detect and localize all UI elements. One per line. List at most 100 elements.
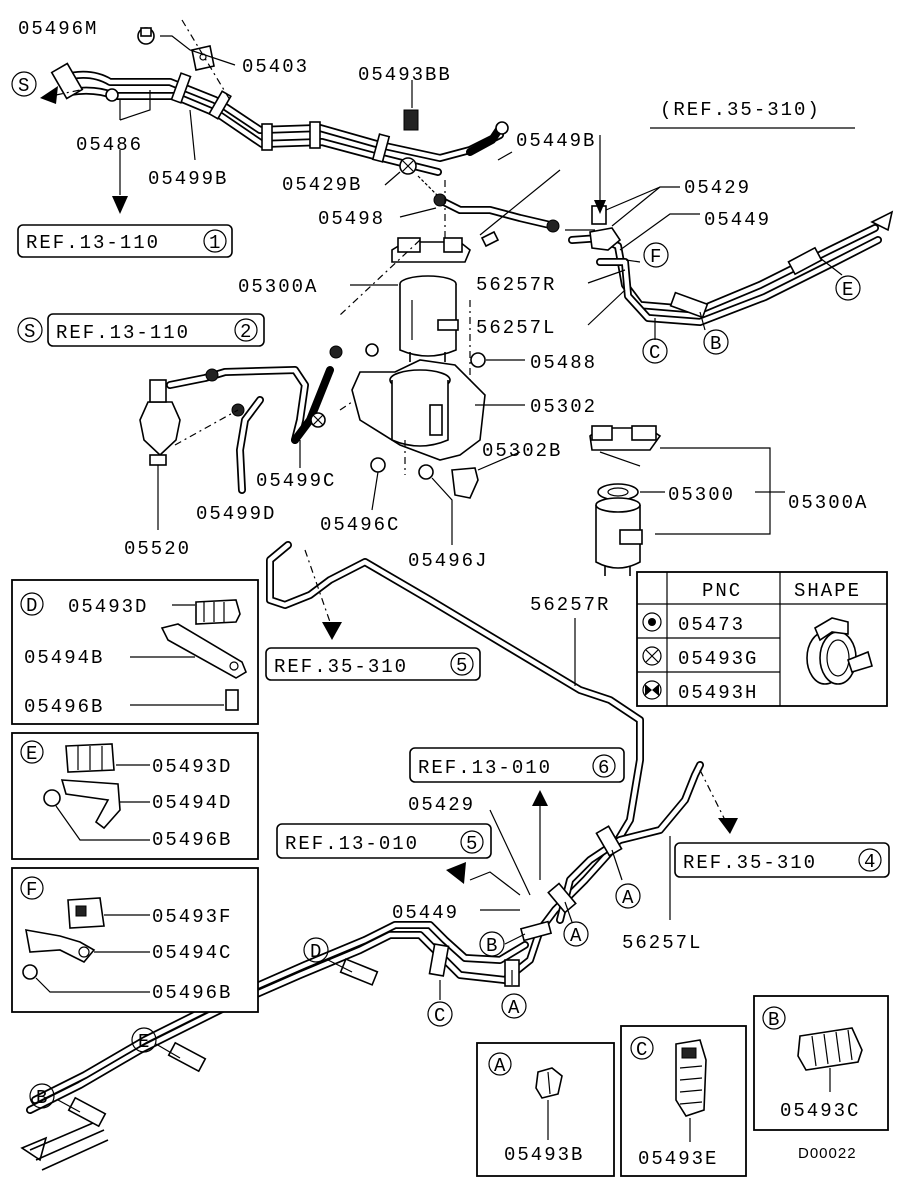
detail-E-item-2: 05494D <box>152 792 232 814</box>
label-05449B: 05449B <box>516 130 596 152</box>
detail-D-letter: D <box>26 595 37 617</box>
legend-pnc-05473: 05473 <box>678 614 745 636</box>
label-diagram-code: D00022 <box>798 1145 857 1162</box>
detail-A-item: 05493B <box>504 1144 584 1166</box>
detail-box-C: C 05493E <box>620 1025 747 1177</box>
marker-B-bottom: B <box>36 1087 47 1109</box>
main-fuel-line <box>20 541 738 1171</box>
ref-35-310-4-num: 4 <box>864 851 875 873</box>
marker-B-top: B <box>710 333 721 355</box>
detail-box-F: F 05493F 05494C 05496B <box>11 867 259 1013</box>
detail-B-letter: B <box>768 1009 779 1031</box>
label-05429B: 05429B <box>282 174 362 196</box>
marker-E-bottom: E <box>138 1031 149 1053</box>
label-05300: 05300 <box>668 484 735 506</box>
ref-box-13-110-2 <box>47 313 265 347</box>
ref-13-110-2-text: REF.13-110 <box>56 322 190 344</box>
ref-35-310-5-text: REF.35-310 <box>274 656 408 678</box>
marker-D-bottom: D <box>310 941 321 963</box>
label-56257R-mid: 56257R <box>530 594 610 616</box>
ref-box-13-010-6 <box>409 747 625 783</box>
marker-C-top: C <box>649 342 660 364</box>
detail-A-letter: A <box>494 1055 506 1077</box>
filter-bracket-assembly <box>329 239 525 545</box>
label-05486: 05486 <box>76 134 143 156</box>
part-number-labels: 05496M 05403 05493BB 05486 05499B 05449B… <box>18 18 868 1162</box>
ref-13-110-1-num: 1 <box>209 232 220 254</box>
hose-clamp-icon <box>806 617 873 685</box>
dot-in-circle-icon <box>642 612 662 632</box>
marker-A-1: A <box>622 887 634 909</box>
fuel-filter-assembly <box>350 169 561 362</box>
x-in-circle-icon <box>642 646 662 666</box>
ref-35-310-top: (REF.35-310) <box>660 99 821 121</box>
ref-13-110-2-num: 2 <box>240 321 251 343</box>
label-56257R-top: 56257R <box>476 274 556 296</box>
marker-E-top: E <box>842 279 853 301</box>
label-05302: 05302 <box>530 396 597 418</box>
bowtie-in-circle-icon <box>642 680 662 700</box>
marker-C-bottom: C <box>434 1005 445 1027</box>
label-56257L-top: 56257L <box>476 317 556 339</box>
ref-13-010-6-text: REF.13-010 <box>418 757 552 779</box>
reference-callouts: (REF.35-310) REF.13-110 1 S REF.13-110 2… <box>11 71 890 878</box>
label-05499B: 05499B <box>148 168 228 190</box>
detail-F-item-2: 05494C <box>152 942 232 964</box>
water-separator-assembly <box>139 366 356 530</box>
label-05499D: 05499D <box>196 503 276 525</box>
label-05302B: 05302B <box>482 440 562 462</box>
label-05520: 05520 <box>124 538 191 560</box>
detail-E-item-3: 05496B <box>152 829 232 851</box>
label-05496M: 05496M <box>18 18 98 40</box>
ref-box-35-310-4 <box>674 842 890 878</box>
label-05499C: 05499C <box>256 470 336 492</box>
legend-header-shape: SHAPE <box>794 580 861 602</box>
detail-C-letter: C <box>636 1039 647 1061</box>
upper-right-line-group <box>565 135 894 340</box>
marker-A-2: A <box>570 925 582 947</box>
label-05300A-top: 05300A <box>238 276 318 298</box>
ref-13-010-6-num: 6 <box>598 757 609 779</box>
label-05429-bottom: 05429 <box>408 794 475 816</box>
ref-13-110-1-text: REF.13-110 <box>26 232 160 254</box>
s-marker-top: S <box>18 75 29 97</box>
clamp-letter-markers: F E B C A A B A C D E B <box>29 242 861 1109</box>
marker-A-3: A <box>508 997 520 1019</box>
label-05498: 05498 <box>318 208 385 230</box>
label-05300A-right: 05300A <box>788 492 868 514</box>
detail-box-D: D 05493D 05494B 05496B <box>11 579 259 725</box>
exploded-fuel-filter <box>589 425 785 576</box>
ref-35-310-4-text: REF.35-310 <box>683 852 817 874</box>
label-05403: 05403 <box>242 56 309 78</box>
label-05496J: 05496J <box>408 550 488 572</box>
detail-E-item-1: 05493D <box>152 756 232 778</box>
ref-13-010-5-num: 5 <box>466 833 477 855</box>
detail-box-A: A 05493B <box>476 1042 615 1177</box>
label-05429-top: 05429 <box>684 177 751 199</box>
detail-B-item: 05493C <box>780 1100 860 1122</box>
marker-B-mid: B <box>486 935 497 957</box>
detail-C-item: 05493E <box>638 1148 718 1170</box>
ref-35-310-5-num: 5 <box>456 655 467 677</box>
detail-box-B: B 05493C <box>753 995 889 1131</box>
s-marker-middle: S <box>24 321 35 343</box>
detail-D-item-1: 05493D <box>68 596 148 618</box>
detail-F-item-3: 05496B <box>152 982 232 1004</box>
ref-box-13-010-5 <box>276 823 492 859</box>
detail-F-item-1: 05493F <box>152 906 232 928</box>
label-05449-bottom: 05449 <box>392 902 459 924</box>
detail-E-letter: E <box>26 743 37 765</box>
upper-fuel-pipe-group <box>40 19 560 233</box>
legend-header-pnc: PNC <box>702 580 742 602</box>
label-56257L-bottom: 56257L <box>622 932 702 954</box>
marker-F-top: F <box>650 246 661 268</box>
detail-D-item-2: 05494B <box>24 647 104 669</box>
label-05496C: 05496C <box>320 514 400 536</box>
ref-box-13-110-1 <box>17 224 233 258</box>
legend-pnc-05493H: 05493H <box>678 682 758 704</box>
label-05449-top: 05449 <box>704 209 771 231</box>
legend-table: PNC SHAPE 05473 05493G 05493H <box>636 571 888 707</box>
legend-pnc-05493G: 05493G <box>678 648 758 670</box>
detail-D-item-3: 05496B <box>24 696 104 718</box>
